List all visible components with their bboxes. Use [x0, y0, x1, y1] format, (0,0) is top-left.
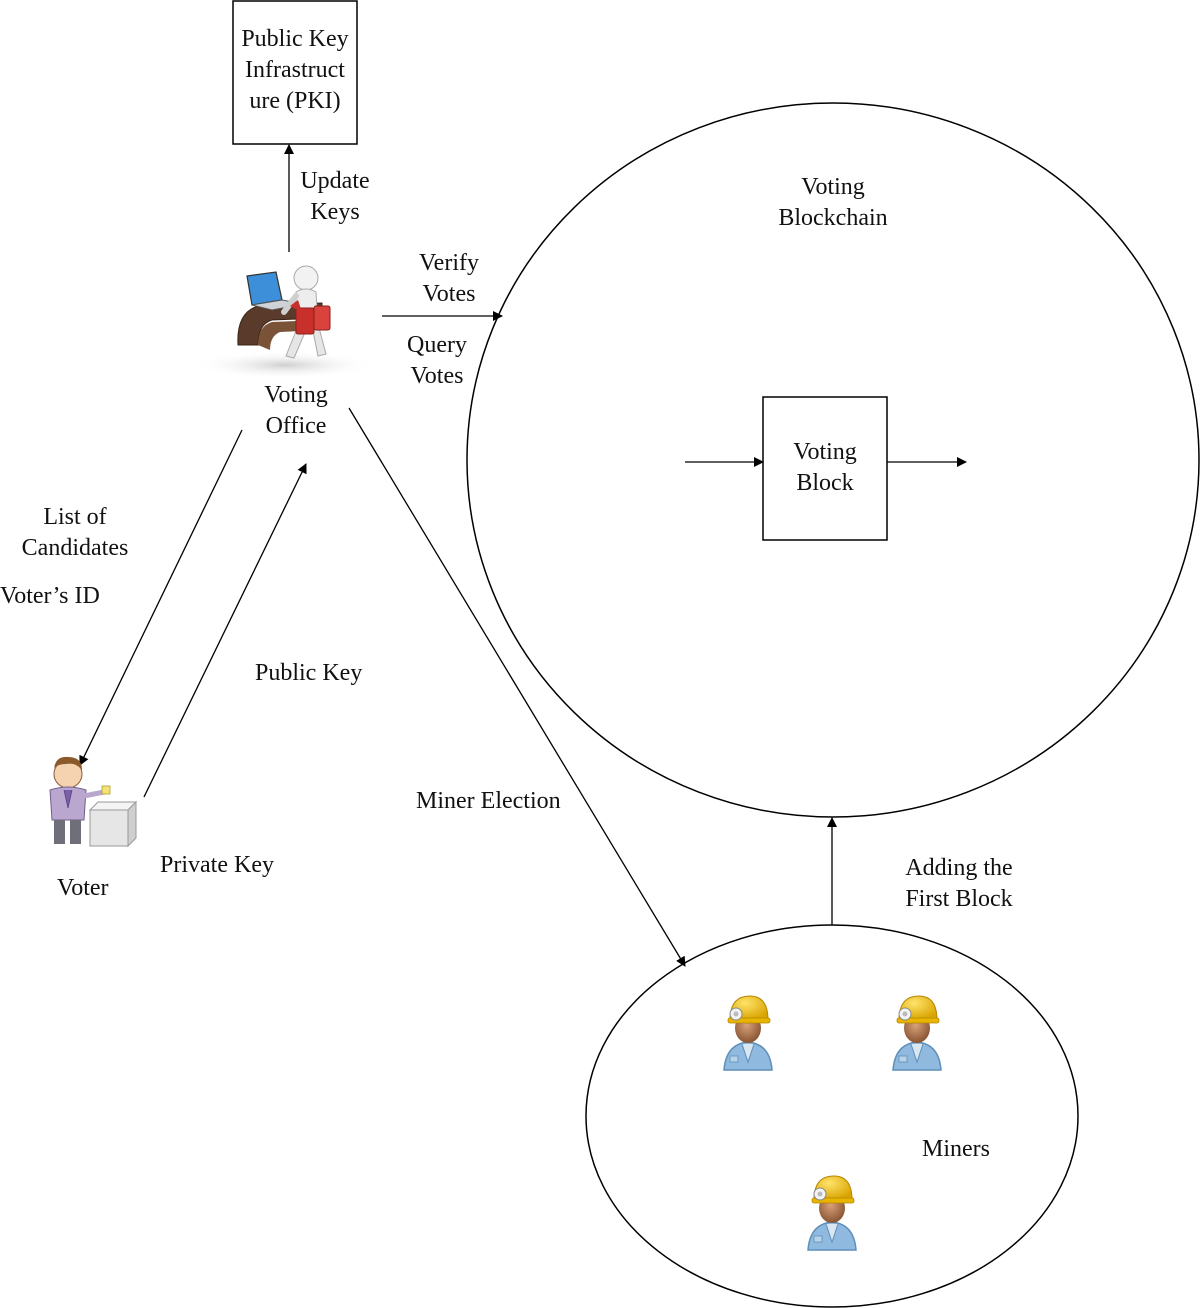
update-keys-label: Update Keys [280, 166, 390, 228]
private-key-label: Private Key [160, 852, 274, 878]
miner-icon [723, 995, 773, 1071]
voters-id-label: Voter’s ID [0, 583, 100, 609]
public-key-label: Public Key [255, 660, 363, 686]
list-of-candidates-line1: List of [43, 504, 107, 530]
voting-office-line1: Voting [264, 382, 328, 408]
voting-blockchain-line1: Voting [801, 174, 865, 200]
miner-icon [807, 1175, 857, 1251]
voting-block-line2: Block [796, 470, 854, 496]
verify-votes-label: Verify Votes [394, 248, 504, 310]
verify-votes-line1: Verify [419, 250, 479, 276]
update-keys-line2: Keys [310, 199, 360, 225]
voting-block-label: Voting Block [763, 437, 887, 499]
adding-first-block-line1: Adding the [905, 855, 1013, 881]
voting-block-box [762, 396, 888, 541]
list-of-candidates-label: List of Candidates [10, 502, 140, 564]
query-votes-line2: Votes [410, 363, 464, 389]
voting-block-line1: Voting [793, 439, 857, 465]
adding-first-block-label: Adding the First Block [888, 853, 1030, 915]
voter-illustration [49, 756, 138, 848]
voting-office-line2: Office [265, 413, 327, 439]
voting-office-illustration [193, 265, 377, 379]
voting-blockchain-label: Voting Blockchain [758, 172, 908, 234]
miner-election-arrow [348, 407, 686, 967]
verify-votes-line2: Votes [422, 281, 476, 307]
miner-icon [892, 995, 942, 1071]
voter-label: Voter [57, 875, 109, 901]
query-votes-label: Query Votes [382, 330, 492, 392]
query-votes-line1: Query [407, 332, 467, 358]
pki-label-line1: Public Key [241, 26, 349, 52]
pki-label-line2: Infrastruct [245, 57, 345, 83]
miners-label: Miners [922, 1136, 990, 1162]
voter-to-office-arrow [143, 463, 307, 798]
list-of-candidates-line2: Candidates [21, 535, 129, 561]
adding-first-block-line2: First Block [905, 886, 1013, 912]
update-keys-line1: Update [300, 168, 370, 194]
pki-box [232, 0, 358, 145]
voting-blockchain-line2: Blockchain [778, 205, 888, 231]
pki-label: Public Key Infrastruct ure (PKI) [233, 24, 357, 117]
pki-label-line3: ure (PKI) [249, 88, 341, 114]
voting-office-label: Voting Office [236, 380, 356, 442]
miner-election-label: Miner Election [416, 788, 561, 814]
office-to-voter-arrow [79, 429, 243, 766]
